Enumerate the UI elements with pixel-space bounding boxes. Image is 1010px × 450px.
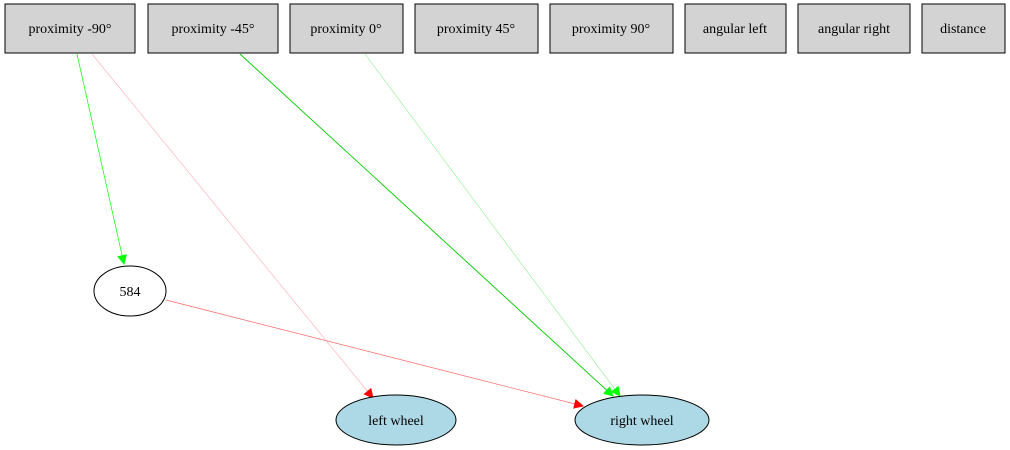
output-node-left-wheel[interactable]: left wheel bbox=[335, 394, 457, 446]
input-node-angular-left[interactable]: angular left bbox=[684, 3, 787, 54]
input-nodes: proximity -90° proximity -45° proximity … bbox=[4, 3, 1006, 54]
edge-584-to-right-wheel bbox=[165, 299, 584, 409]
input-node-proximity-minus90[interactable]: proximity -90° bbox=[4, 3, 136, 54]
input-node-angular-right[interactable]: angular right bbox=[797, 3, 911, 54]
edge-proximity-minus45-to-right-wheel bbox=[239, 53, 614, 397]
input-node-proximity-0[interactable]: proximity 0° bbox=[289, 3, 404, 54]
input-node-proximity-minus45[interactable]: proximity -45° bbox=[147, 3, 279, 54]
input-node-label: proximity 90° bbox=[572, 22, 650, 37]
hidden-node-label: 584 bbox=[120, 285, 141, 300]
input-node-label: distance bbox=[940, 22, 986, 37]
input-node-distance[interactable]: distance bbox=[921, 3, 1006, 54]
input-node-label: proximity 45° bbox=[437, 22, 515, 37]
edges bbox=[76, 53, 621, 409]
input-node-label: proximity -90° bbox=[29, 22, 112, 37]
input-node-proximity-90[interactable]: proximity 90° bbox=[549, 3, 674, 54]
input-node-label: angular left bbox=[703, 22, 767, 37]
hidden-node-shape bbox=[93, 265, 167, 317]
output-node-label: left wheel bbox=[368, 414, 424, 429]
output-node-right-wheel[interactable]: right wheel bbox=[574, 394, 710, 446]
hidden-node-584[interactable]: 584 bbox=[93, 265, 167, 317]
output-node-shape bbox=[335, 394, 457, 446]
output-node-shape bbox=[574, 394, 710, 446]
output-node-label: right wheel bbox=[610, 414, 673, 429]
input-node-label: proximity 0° bbox=[310, 22, 381, 37]
edge-proximity-minus90-to-584 bbox=[76, 53, 127, 265]
edge-proximity-minus90-to-left-wheel bbox=[91, 53, 374, 399]
edge-proximity-0-to-right-wheel bbox=[364, 53, 621, 397]
input-node-proximity-45[interactable]: proximity 45° bbox=[414, 3, 539, 54]
input-node-label: proximity -45° bbox=[172, 22, 255, 37]
input-node-label: angular right bbox=[818, 22, 890, 37]
